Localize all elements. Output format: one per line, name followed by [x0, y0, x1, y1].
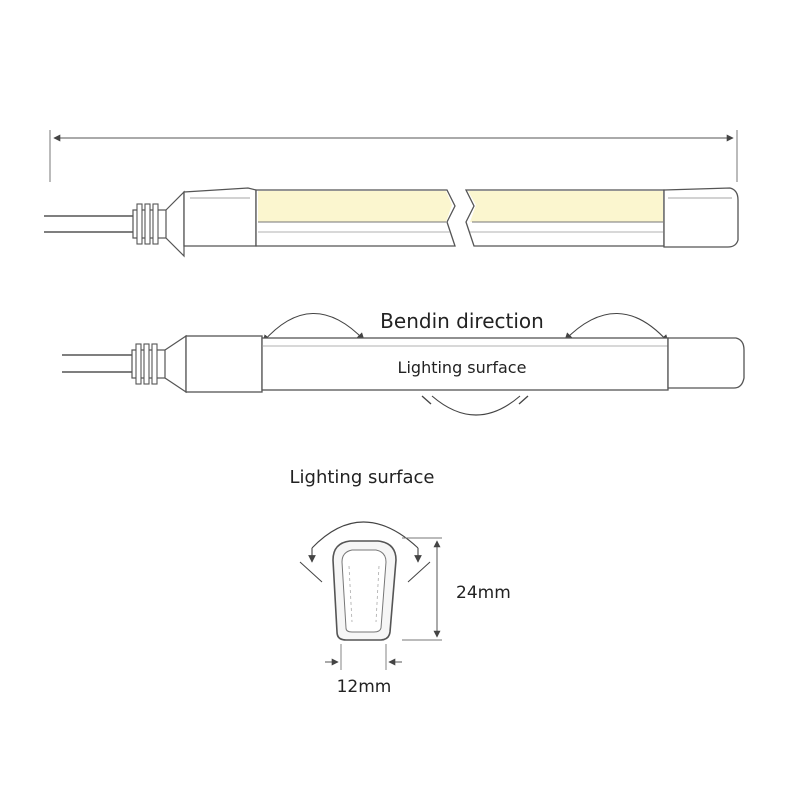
length-dimension-line	[49, 130, 738, 182]
width-dimension	[325, 644, 402, 670]
bend-arrow-bottom-icon	[431, 395, 521, 416]
cross-section-view: Lighting surface 24mm 12mm	[289, 467, 510, 697]
side-power-cable	[62, 354, 133, 373]
height-dimension	[402, 537, 442, 641]
profile-inner	[341, 549, 387, 633]
side-lighting-surface-label: Lighting surface	[398, 358, 527, 377]
side-strip-body	[261, 337, 669, 391]
right-end-cap	[663, 187, 739, 248]
side-view: Bendin direction Lighting surface	[62, 309, 745, 416]
bend-arrow-right-icon	[564, 312, 669, 343]
top-view	[44, 130, 739, 258]
bend-direction-label: Bendin direction	[380, 309, 544, 333]
side-cable-connector	[131, 334, 187, 394]
side-right-end-cap	[667, 337, 745, 389]
section-lighting-surface-label: Lighting surface	[289, 467, 434, 488]
cable-connector	[132, 190, 185, 258]
bend-arrow-left-icon	[262, 312, 365, 343]
side-left-end-cap	[185, 335, 263, 393]
power-cable	[44, 215, 135, 233]
height-dimension-label: 24mm	[456, 583, 511, 603]
width-dimension-label: 12mm	[337, 677, 392, 697]
left-end-cap	[183, 187, 257, 247]
lit-strip-body	[255, 189, 665, 247]
